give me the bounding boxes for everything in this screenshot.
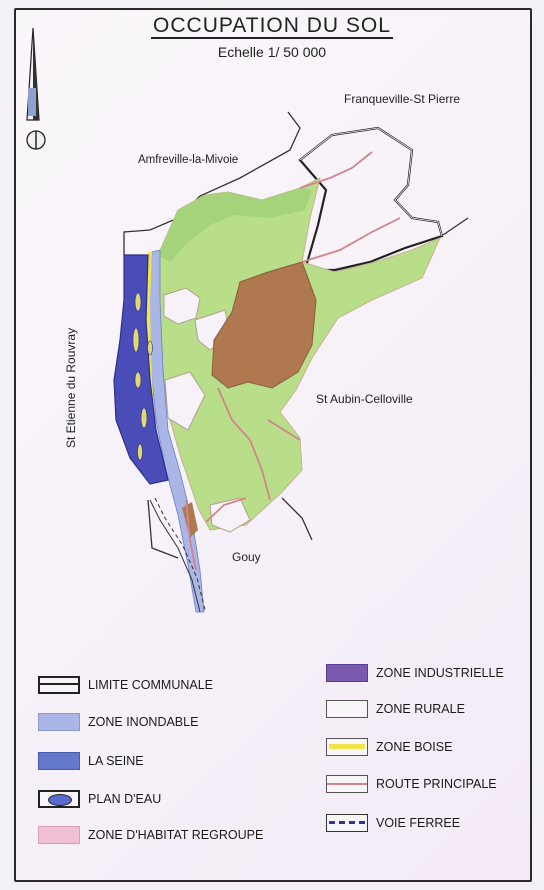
legend-swatch-plan-eau	[38, 790, 80, 808]
legend-plan-eau: PLAN D'EAU	[38, 790, 161, 808]
legend-zone-rurale: ZONE RURALE	[326, 700, 465, 718]
map-scale: Echelle 1/ 50 000	[217, 44, 327, 60]
legend-swatch-limite	[38, 676, 80, 694]
legend-limite-communale: LIMITE COMMUNALE	[38, 676, 213, 694]
label-st-etienne: St Etienne du Rouvray	[64, 327, 78, 448]
legend-la-seine: LA SEINE	[38, 752, 144, 770]
seine-islands	[132, 292, 153, 461]
legend-label: ZONE BOISE	[376, 739, 453, 755]
label-amfreville: Amfreville-la-Mivoie	[138, 154, 239, 166]
legend-swatch-ferree	[326, 814, 368, 832]
label-st-aubin: St Aubin-Celloville	[316, 392, 413, 406]
legend-swatch-seine	[38, 752, 80, 770]
railway-line	[149, 497, 206, 613]
legend-zone-inondable: ZONE INONDABLE	[38, 713, 198, 731]
legend-label: ZONE INDUSTRIELLE	[376, 665, 504, 681]
legend-zone-habitat: ZONE D'HABITAT REGROUPE	[38, 826, 263, 844]
legend-label: ZONE RURALE	[376, 701, 465, 717]
industrial-south	[182, 502, 198, 538]
franqueville-zone	[298, 126, 444, 272]
legend-label: ZONE INONDABLE	[88, 714, 199, 730]
legend-label: ZONE D'HABITAT REGROUPE	[88, 827, 264, 843]
legend-zone-industrielle: ZONE INDUSTRIELLE	[326, 664, 504, 682]
seine-river	[113, 254, 169, 485]
legend-swatch-rurale	[326, 700, 368, 718]
legend-swatch-industrielle	[326, 664, 368, 682]
legend-label: VOIE FERREE	[376, 815, 461, 831]
legend-swatch-inondable	[38, 713, 80, 731]
map-title: OCCUPATION DU SOL	[151, 14, 393, 39]
legend-label: LIMITE COMMUNALE	[88, 677, 214, 693]
commune-boundary-lines	[123, 111, 469, 559]
legend-route-principale: ROUTE PRINCIPALE	[326, 775, 497, 793]
label-gouy: Gouy	[232, 550, 261, 564]
north-arrow-icon	[26, 27, 46, 150]
legend-swatch-route	[326, 775, 368, 793]
legend-label: ROUTE PRINCIPALE	[376, 776, 497, 792]
legend-label: PLAN D'EAU	[88, 791, 162, 807]
forest-zone	[158, 188, 312, 262]
main-roads	[185, 151, 401, 571]
legend-label: LA SEINE	[88, 753, 144, 769]
legend-swatch-boise	[326, 738, 368, 756]
label-franqueville: Franqueville-St Pierre	[344, 92, 461, 106]
legend-swatch-habitat	[38, 826, 80, 844]
legend-zone-boise: ZONE BOISE	[326, 738, 452, 756]
legend-voie-ferree: VOIE FERREE	[326, 814, 460, 832]
